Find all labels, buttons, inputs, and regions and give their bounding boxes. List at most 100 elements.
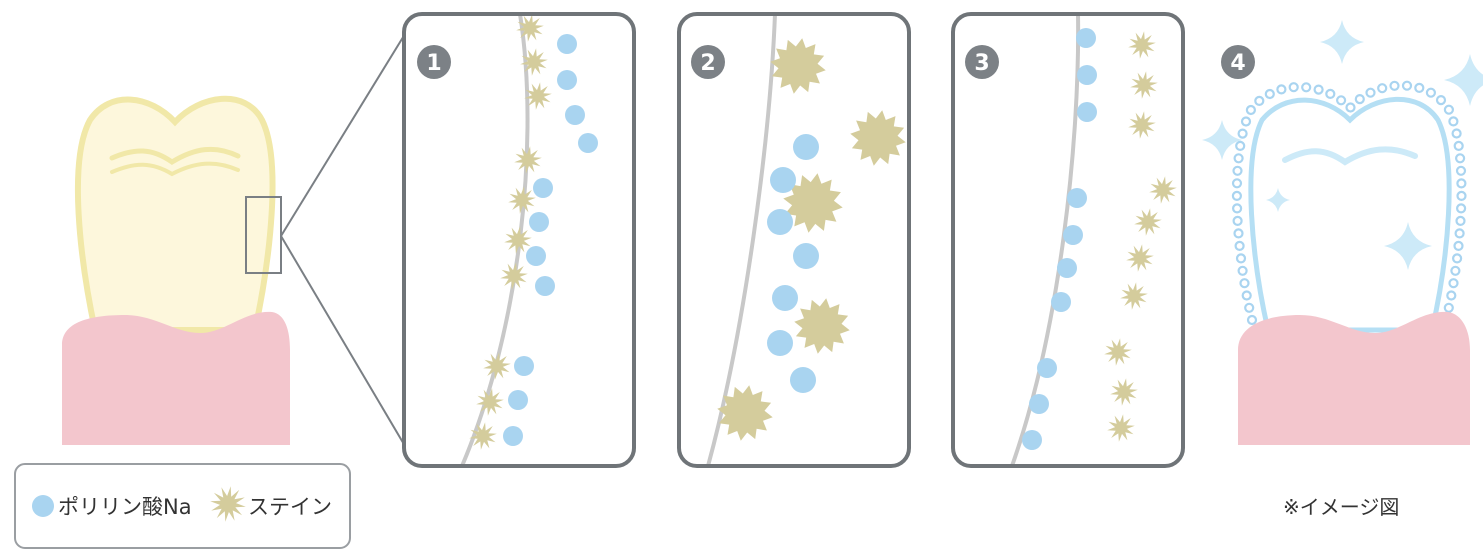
polyphosphate-dot-icon (1235, 154, 1243, 162)
polyphosphate-dot-icon (1457, 179, 1465, 187)
polyphosphate-dot-icon (565, 105, 585, 125)
gum-icon (1238, 312, 1470, 445)
polyphosphate-dot-icon (1245, 304, 1253, 312)
image-note: ※イメージ図 (1283, 495, 1399, 519)
polyphosphate-dot-icon (1391, 82, 1399, 90)
polyphosphate-dot-icon (793, 243, 819, 269)
panel-4: 4 (1202, 20, 1483, 445)
stain-star-icon (1128, 31, 1156, 59)
panel-3: 3 (953, 14, 1183, 466)
panel-number: 1 (426, 51, 441, 76)
sparkle-icon (1320, 20, 1364, 64)
polyphosphate-dot-icon (32, 495, 54, 517)
polyphosphate-dot-icon (1356, 95, 1364, 103)
polyphosphate-dot-icon (790, 367, 816, 393)
polyphosphate-dot-icon (526, 246, 546, 266)
polyphosphate-dot-icon (1403, 82, 1411, 90)
polyphosphate-dot-icon (1437, 96, 1445, 104)
polyphosphate-dot-icon (793, 134, 819, 160)
polyphosphate-dot-icon (1415, 84, 1423, 92)
polyphosphate-dot-icon (1243, 292, 1251, 300)
polyphosphate-dot-icon (1247, 106, 1255, 114)
polyphosphate-dot-icon (1457, 167, 1465, 175)
polyphosphate-dot-icon (1057, 258, 1077, 278)
stain-star-icon (1104, 338, 1132, 366)
polyphosphate-dot-icon (1242, 118, 1250, 126)
panel-2: 2 (679, 14, 909, 466)
panel-number: 2 (700, 51, 715, 76)
polyphosphate-dot-icon (508, 390, 528, 410)
polyphosphate-group (1022, 28, 1097, 450)
polyphosphate-dot-icon (1239, 130, 1247, 138)
stain-star-icon (1120, 282, 1148, 310)
polyphosphate-dot-icon (1233, 204, 1241, 212)
polyphosphate-dot-icon (1315, 86, 1323, 94)
zoom-line-top (281, 34, 405, 236)
polyphosphate-dot-icon (535, 276, 555, 296)
polyphosphate-dot-icon (1029, 394, 1049, 414)
polyphosphate-dot-icon (1234, 167, 1242, 175)
stain-star-icon (1149, 176, 1177, 204)
polyphosphate-dot-icon (557, 70, 577, 90)
zoom-line-bottom (281, 236, 405, 446)
legend-stain-label: ステイン (248, 495, 332, 519)
polyphosphate-dot-icon (1302, 83, 1310, 91)
polyphosphate-dot-icon (770, 167, 796, 193)
polyphosphate-dot-icon (1233, 179, 1241, 187)
stained-tooth (62, 34, 405, 446)
polyphosphate-dot-icon (1367, 89, 1375, 97)
polyphosphate-dot-icon (767, 330, 793, 356)
polyphosphate-dot-icon (1290, 83, 1298, 91)
polyphosphate-dot-icon (1427, 89, 1435, 97)
tooth-icon (78, 99, 273, 330)
stain-star-icon (770, 38, 825, 93)
stain-star-icon (1107, 414, 1135, 442)
polyphosphate-dot-icon (1378, 84, 1386, 92)
polyphosphate-dot-icon (1239, 267, 1247, 275)
polyphosphate-dot-icon (1451, 267, 1459, 275)
polyphosphate-dot-icon (1447, 292, 1455, 300)
polyphosphate-dot-icon (1456, 229, 1464, 237)
stain-group (469, 14, 552, 450)
polyphosphate-dot-icon (1455, 142, 1463, 150)
polyphosphate-dot-icon (1277, 85, 1285, 93)
stain-star-icon (1128, 111, 1156, 139)
polyphosphate-dot-icon (1233, 192, 1241, 200)
polyphosphate-dot-icon (1266, 90, 1274, 98)
polyphosphate-dot-icon (1022, 430, 1042, 450)
polyphosphate-dot-icon (1450, 279, 1458, 287)
stain-star-icon (850, 110, 905, 165)
panel-1: 1 (404, 14, 634, 466)
polyphosphate-dot-icon (533, 178, 553, 198)
polyphosphate-dot-icon (1455, 242, 1463, 250)
polyphosphate-group (767, 134, 819, 393)
polyphosphate-dot-icon (1037, 358, 1057, 378)
polyphosphate-dot-icon (1457, 217, 1465, 225)
sparkle-icon (1444, 54, 1483, 106)
polyphosphate-dot-icon (1067, 188, 1087, 208)
polyphosphate-dot-icon (1234, 217, 1242, 225)
polyphosphate-dot-icon (1445, 304, 1453, 312)
polyphosphate-dot-icon (1077, 102, 1097, 122)
polyphosphate-dot-icon (1236, 242, 1244, 250)
polyphosphate-dot-icon (1347, 104, 1355, 112)
stain-star-icon (794, 298, 849, 353)
polyphosphate-dot-icon (557, 34, 577, 54)
polyphosphate-dot-icon (1248, 316, 1256, 324)
gum-icon (62, 312, 290, 445)
polyphosphate-dot-icon (1255, 97, 1263, 105)
polyphosphate-dot-icon (1457, 204, 1465, 212)
polyphosphate-dot-icon (1337, 96, 1345, 104)
polyphosphate-dot-icon (1237, 254, 1245, 262)
polyphosphate-dot-icon (578, 133, 598, 153)
polyphosphate-dot-icon (503, 426, 523, 446)
polyphosphate-dot-icon (767, 209, 793, 235)
polyphosphate-dot-icon (529, 212, 549, 232)
polyphosphate-dot-icon (1235, 229, 1243, 237)
polyphosphate-dot-icon (772, 285, 798, 311)
stain-star-icon (1110, 378, 1138, 406)
polyphosphate-dot-icon (1241, 279, 1249, 287)
polyphosphate-dot-icon (1076, 28, 1096, 48)
panel-number: 4 (1230, 51, 1245, 76)
